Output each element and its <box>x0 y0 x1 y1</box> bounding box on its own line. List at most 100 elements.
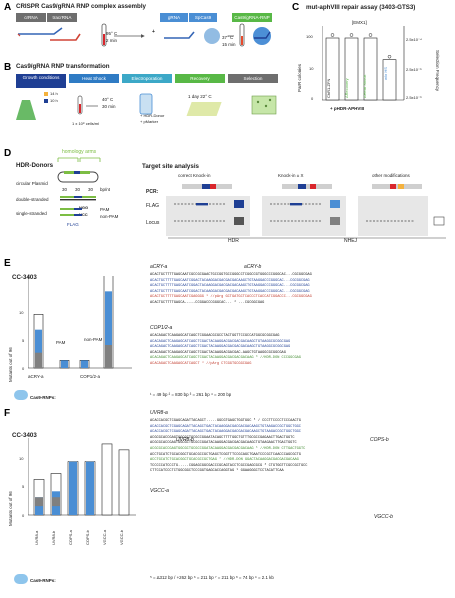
panel-b-title: Cas9/gRNA RNP transformation <box>16 63 110 70</box>
panel-label-e: E <box>4 258 11 269</box>
e-strain: CC-3403 <box>12 274 37 281</box>
c-ytick-100: 100 <box>306 34 313 39</box>
c-bar-label-2: ΔRecovery <box>344 78 349 98</box>
f-rnps-label: Cas9-RNPs: <box>30 578 56 583</box>
e-a-seq-line: ACACTGCTTTTGAGCAATCGCCGCGAACTGCCGGTGCCGG… <box>150 273 312 277</box>
temp-95: 95° C <box>106 31 118 36</box>
hdr-donor-add: + HDR-Donor <box>140 113 165 118</box>
hdr-donors-title: HDR-Donors <box>16 162 54 169</box>
e-bar-hdr <box>105 291 112 368</box>
c-bar-chart <box>322 26 405 101</box>
panel-label-b: B <box>4 62 12 73</box>
panel-label-f: F <box>4 408 11 419</box>
e-acryb: aCRY-b <box>244 264 262 270</box>
arm-30b: 30 <box>75 187 81 192</box>
f-footnote: ⁵ = Δ312 bp / +262 bp ⁶ = 211 bp ⁷ = 211… <box>150 575 274 580</box>
e-ytick-0: 0 <box>22 366 25 371</box>
f-bar-chart <box>28 438 136 516</box>
c-y2tick-3: 2.5x10⁻⁶ <box>406 95 422 100</box>
e-b-seq-line: ACACAGACTCAAGAGCATCAGCT ⁴ //pArg CTCGGTG… <box>150 362 252 366</box>
grna-box: gRNA <box>160 13 188 22</box>
panel-label-c: C <box>292 2 300 13</box>
f-bar-total <box>101 443 113 516</box>
e-bar-nhej <box>105 345 112 368</box>
flag-tag-label: FLAG <box>67 222 79 227</box>
f-vgccb: VGCC-b <box>374 514 393 520</box>
c-bar <box>382 59 397 101</box>
temp-37: 37° C <box>222 35 234 40</box>
spcas9-box: SpCas9 <box>189 13 217 22</box>
c-ylabel: ParR colonies <box>297 63 302 92</box>
bp-unit: bp/nt <box>100 187 111 192</box>
e-rnps-label: Cas9-RNPs: <box>30 395 56 400</box>
tsa-title: Target site analysis <box>142 163 199 170</box>
ncc-label: NCC <box>79 212 88 217</box>
c-point <box>349 33 354 37</box>
f-ylabel: Mutants out of 96 <box>8 491 13 526</box>
c-ytick-10: 10 <box>309 66 314 71</box>
step-growth: Growth conditions <box>16 74 66 88</box>
time-2min: 2 min <box>106 38 118 43</box>
e-b-seq-line: ACACAGACTCAAGAGCATCAGCTCGACTACAAGGACGACG… <box>150 345 291 350</box>
flag-row-label: FLAG <box>146 203 160 209</box>
panel-a-title: CRISPR Cas9/gRNA RNP complex assembly <box>16 3 146 10</box>
e-footnote: ¹ = 49 bp ² = 830 bp ³ = 261 bp ⁴ = 200 … <box>150 392 232 397</box>
c-y2label: Selection Frequency <box>435 50 440 92</box>
c-bar-label-1: ChR1-ZFN <box>326 78 331 98</box>
step-selection: Selection <box>228 74 278 83</box>
panel-c-title: mut-aphVIII repair assay (3403-GTS3) <box>306 4 416 11</box>
pcr-label: PCR: <box>146 189 159 195</box>
f-ytick-0: 0 <box>22 513 25 518</box>
f-uvr8a: UVR8-a <box>150 410 168 416</box>
rnp-icon <box>14 390 28 400</box>
e-b-seq-line: ACACAGACTCAAGAGCATCAGCTCGGAACGCGCCTACTGG… <box>150 334 280 338</box>
e-ytick-5: 5 <box>22 338 25 343</box>
c-bar-label-4: w/o HS <box>383 67 388 80</box>
hdr-label: HDR <box>228 238 239 244</box>
pcr-diagram <box>166 184 446 239</box>
e-ylabel: Mutants out of 96 <box>8 347 13 382</box>
donor-diagram <box>57 157 101 216</box>
c-bar <box>325 37 340 101</box>
panel-label-a: A <box>4 2 12 13</box>
hours-10: 10 h <box>50 98 58 103</box>
f-seq-line: ACACCACGCTCGAGCAGATTACAGCTGACTACAAGGACGA… <box>150 424 301 429</box>
f-xlabel: COPS-a <box>68 530 73 545</box>
emx1-label: [EMX1] <box>352 20 367 25</box>
non-pam-label: non-PAM <box>100 214 119 219</box>
f-bar-total <box>118 449 130 516</box>
heat-temp: 40° C <box>102 97 114 102</box>
tracrrna-box: tracrRNA <box>47 13 77 22</box>
e-pam-label: PAM <box>56 340 66 345</box>
e-b-seq-line: ACACAGACTCAAGAGCATCAGCTCGACTACAAGGACGACG… <box>150 339 291 344</box>
e-bar-nhej <box>35 352 42 368</box>
nhej-label: NHEJ <box>344 238 358 244</box>
c-point <box>387 54 392 59</box>
c-bar <box>344 37 359 101</box>
e-cop: COP1/2-a <box>150 325 173 331</box>
f-seq-line: ACCTGCATCTGCACGGCTGCACGCCGCTGAGCTCGGTTTC… <box>150 452 301 457</box>
e-acrya: aCRY-a <box>150 264 168 270</box>
f-seq-line: TCCCCCATCCCTG.....CGGAGCGGCGACCCGCAGTACC… <box>150 463 308 468</box>
heat-time: 30 min <box>102 104 116 109</box>
step-electroporation: Electroporation <box>122 74 172 83</box>
f-xlabel: UVR8-a <box>34 530 39 545</box>
e-bar-hdr <box>81 360 88 368</box>
f-seq-line: ACGCGCACCGAGTGGCGCTGCGCCGGAATACAGCTTTTGG… <box>150 435 295 440</box>
f-seq-line: ACACCACGCTCGAGCAGATTACAGCT.....GGCGTGAGC… <box>150 419 301 423</box>
e-nonpam-label: non-PAM <box>84 337 103 342</box>
c-point <box>330 33 335 37</box>
e-bar-chart <box>28 276 132 369</box>
f-uvr8b: UVR8-b <box>176 437 194 443</box>
c-ytick-0: 0 <box>311 96 314 101</box>
step-recovery: Recovery <box>175 74 225 83</box>
c-bar-label-3: ΔHeat Shock <box>362 74 367 98</box>
e-xlabel-2: COP1/2-a <box>80 374 101 379</box>
crrna-box: crRNA <box>16 13 46 22</box>
pam-label: PAM <box>100 207 110 212</box>
f-xlabel: VGCC-b <box>119 529 124 545</box>
knockin-x: Knock-in ± X <box>278 173 304 178</box>
e-a-seq-line: ACACTGCTTTTGAGCAATCGAGGGG ¹ //pArg GCTGA… <box>150 295 312 300</box>
f-seq-line: ACACCACGCTCGAGCAGATTACAGCTGACTACAAGGACGA… <box>150 430 301 435</box>
c-y2tick-2: 2.5x10⁻⁵ <box>406 67 422 72</box>
